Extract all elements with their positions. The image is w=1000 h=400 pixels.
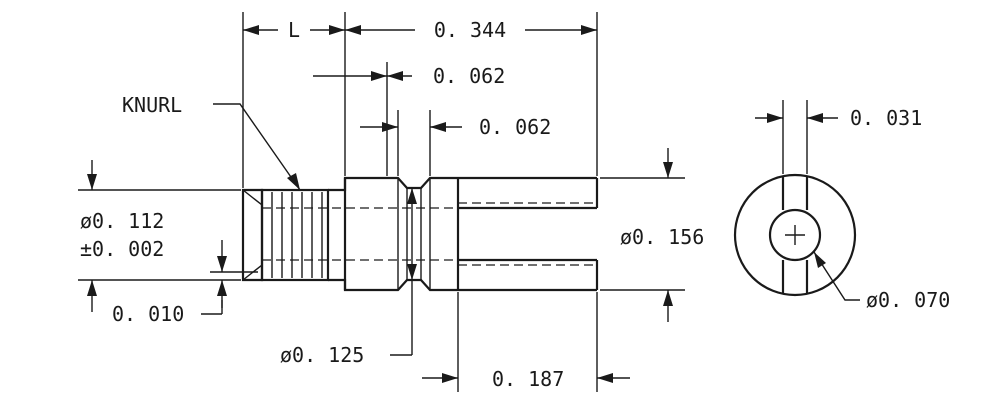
arrowhead: [87, 174, 97, 190]
arrowhead: [597, 373, 613, 383]
dimension-slot-length: 0. 187: [422, 367, 630, 391]
dimension-groove-diameter: ø0. 125: [280, 188, 417, 367]
arrowhead: [807, 113, 823, 123]
arrowhead: [767, 113, 783, 123]
arrowhead: [287, 173, 300, 190]
dim-groove-a-label: 0. 062: [433, 64, 505, 88]
knurl-callout: KNURL: [122, 93, 301, 191]
end-view-bore-circle: [768, 208, 822, 262]
arrowhead: [217, 256, 227, 272]
part-end-view: [733, 100, 857, 297]
arrowhead: [243, 25, 259, 35]
dimension-body-diameter: ø0. 156: [620, 148, 704, 322]
end-view-outer-circle: [733, 173, 857, 297]
body-top-edge: [328, 176, 597, 192]
knurl-leader: [213, 103, 301, 191]
arrowhead: [217, 280, 227, 296]
part-side-view: [241, 176, 599, 292]
knurl-lines: [271, 192, 323, 278]
arrowhead: [407, 188, 417, 204]
arrowhead: [329, 25, 345, 35]
dia-hole-label: ø0. 070: [866, 288, 950, 312]
arrowhead: [382, 122, 398, 132]
dimension-slot-width: 0. 031: [755, 106, 922, 130]
arrowhead: [663, 290, 673, 306]
arrowhead: [387, 71, 403, 81]
dim-slot-len-label: 0. 187: [492, 367, 564, 391]
dia-groove-label: ø0. 125: [280, 343, 364, 367]
extension-lines: [78, 12, 685, 392]
hole-leader: [813, 251, 860, 301]
arrowhead: [87, 280, 97, 296]
dim-l-label: L: [288, 18, 300, 42]
tol-knurl-label: ±0. 002: [80, 237, 164, 261]
arrowhead: [430, 122, 446, 132]
chamfer-lines: [242, 189, 263, 281]
dia-knurl-label: ø0. 112: [80, 209, 164, 233]
arrowhead: [407, 264, 417, 280]
dimension-hole-diameter: ø0. 070: [813, 251, 950, 312]
arrowhead: [442, 373, 458, 383]
chamfer-label: 0. 010: [112, 302, 184, 326]
slot-width-label: 0. 031: [850, 106, 922, 130]
dim-length-label: 0. 344: [434, 18, 506, 42]
arrowhead: [581, 25, 597, 35]
arrowhead: [814, 252, 826, 268]
dimension-knurl-diameter: ø0. 112 ±0. 002: [80, 160, 164, 312]
arrowhead: [663, 162, 673, 178]
dimension-groove-a: 0. 062: [313, 64, 505, 88]
knurl-section: [260, 188, 330, 282]
arrowhead: [371, 71, 387, 81]
dimension-chamfer: 0. 010: [112, 240, 227, 326]
dimension-groove-b: 0. 062: [360, 115, 551, 139]
dimension-overall-length: 0. 344: [345, 18, 597, 42]
body-bottom-edge: [328, 278, 597, 292]
dim-groove-b-label: 0. 062: [479, 115, 551, 139]
arrowhead: [345, 25, 361, 35]
dia-body-label: ø0. 156: [620, 225, 704, 249]
dimension-l: L: [243, 18, 345, 42]
knurl-label: KNURL: [122, 93, 182, 117]
